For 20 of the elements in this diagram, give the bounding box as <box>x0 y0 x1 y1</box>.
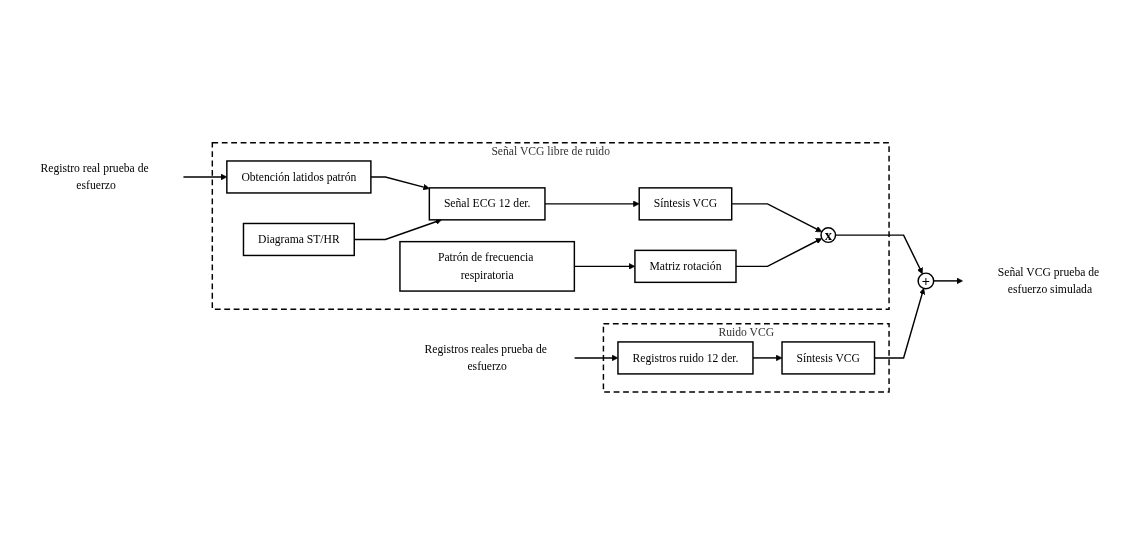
node-box: Señal ECG 12 der. <box>428 187 546 221</box>
node-text: Registros reales prueba de esfuerzo <box>424 342 547 373</box>
node-circle: x <box>820 227 837 244</box>
node-box: Registros ruido 12 der. <box>617 341 754 375</box>
arrow <box>544 200 640 208</box>
arrow <box>731 203 823 233</box>
node-circle: + <box>917 272 935 290</box>
node-box: Obtención latidos patrón <box>226 160 372 194</box>
arrow <box>932 277 964 285</box>
arrow <box>834 234 923 275</box>
node-box: Síntesis VCG <box>781 341 876 375</box>
node-box: Síntesis VCG <box>638 187 733 221</box>
node-box: Patrón de frecuencia respiratoria <box>399 240 576 292</box>
arrow <box>752 354 783 362</box>
arrow <box>370 176 430 191</box>
node-box: Diagrama ST/HR <box>242 222 355 257</box>
node-text: Señal VCG prueba de esfuerzo simulada <box>997 265 1100 296</box>
arrow <box>735 238 823 268</box>
node-text: Registro real prueba de esfuerzo <box>40 161 149 192</box>
node-box: Matriz rotación <box>634 249 737 284</box>
